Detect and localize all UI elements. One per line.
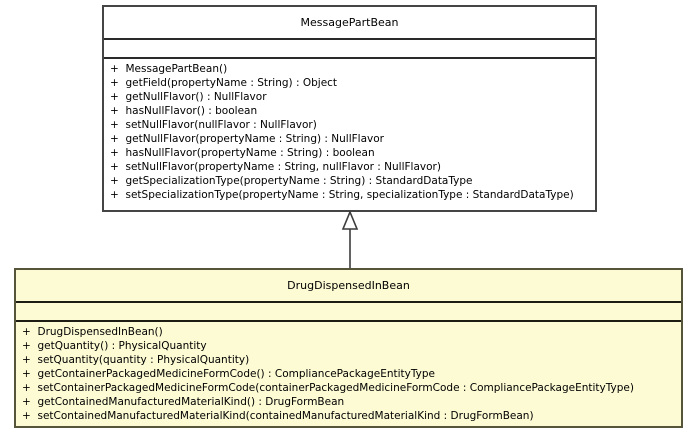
operation-signature: setSpecializationType(propertyName : Str… [125,189,574,201]
class-name-drugdispensedinbean: DrugDispensedInBean [16,270,681,303]
operation-row: + setContainedManufacturedMaterialKind(c… [16,409,681,423]
class-box-messagepartbean[interactable]: MessagePartBean + MessagePartBean() + ge… [102,5,597,212]
operation-signature: getContainedManufacturedMaterialKind() :… [37,396,345,408]
visibility-marker: + [22,340,35,352]
operation-signature: setNullFlavor(nullFlavor : NullFlavor) [125,119,317,131]
operation-row: + MessagePartBean() [104,62,595,76]
operation-row: + getNullFlavor() : NullFlavor [104,90,595,104]
operation-row: + getSpecializationType(propertyName : S… [104,174,595,188]
visibility-marker: + [22,396,35,408]
visibility-marker: + [110,105,123,117]
operations-compartment-drugdispensedinbean: + DrugDispensedInBean() + getQuantity() … [16,322,681,426]
operation-row: + setNullFlavor(propertyName : String, n… [104,160,595,174]
operation-row: + setQuantity(quantity : PhysicalQuantit… [16,353,681,367]
visibility-marker: + [110,175,123,187]
operations-compartment-messagepartbean: + MessagePartBean() + getField(propertyN… [104,59,595,205]
visibility-marker: + [110,161,123,173]
visibility-marker: + [110,147,123,159]
visibility-marker: + [110,189,123,201]
operation-signature: getQuantity() : PhysicalQuantity [37,340,207,352]
operation-signature: MessagePartBean() [125,63,228,75]
visibility-marker: + [22,410,35,422]
operation-row: + setContainerPackagedMedicineFormCode(c… [16,381,681,395]
operation-row: + getContainerPackagedMedicineFormCode()… [16,367,681,381]
operation-row: + setSpecializationType(propertyName : S… [104,188,595,202]
operation-signature: getNullFlavor() : NullFlavor [125,91,267,103]
operation-signature: getContainerPackagedMedicineFormCode() :… [37,368,435,380]
attributes-compartment-messagepartbean [104,40,595,59]
operation-row: + DrugDispensedInBean() [16,325,681,339]
operation-signature: DrugDispensedInBean() [37,326,163,338]
operation-row: + getNullFlavor(propertyName : String) :… [104,132,595,146]
operation-signature: setContainedManufacturedMaterialKind(con… [37,410,534,422]
visibility-marker: + [110,91,123,103]
operation-row: + getField(propertyName : String) : Obje… [104,76,595,90]
operation-signature: getField(propertyName : String) : Object [125,77,338,89]
class-box-drugdispensedinbean[interactable]: DrugDispensedInBean + DrugDispensedInBea… [14,268,683,428]
operation-row: + setNullFlavor(nullFlavor : NullFlavor) [104,118,595,132]
visibility-marker: + [22,326,35,338]
visibility-marker: + [110,119,123,131]
hollow-triangle-arrowhead-icon [341,209,359,230]
attributes-compartment-drugdispensedinbean [16,303,681,322]
visibility-marker: + [110,77,123,89]
operation-signature: setQuantity(quantity : PhysicalQuantity) [37,354,250,366]
operation-signature: hasNullFlavor(propertyName : String) : b… [125,147,375,159]
operation-row: + hasNullFlavor(propertyName : String) :… [104,146,595,160]
operation-row: + hasNullFlavor() : boolean [104,104,595,118]
operation-row: + getContainedManufacturedMaterialKind()… [16,395,681,409]
operation-row: + getQuantity() : PhysicalQuantity [16,339,681,353]
operation-signature: setContainerPackagedMedicineFormCode(con… [37,382,634,394]
visibility-marker: + [22,382,35,394]
visibility-marker: + [110,133,123,145]
class-name-messagepartbean: MessagePartBean [104,7,595,40]
visibility-marker: + [22,354,35,366]
operation-signature: getSpecializationType(propertyName : Str… [125,175,473,187]
operation-signature: hasNullFlavor() : boolean [125,105,258,117]
operation-signature: setNullFlavor(propertyName : String, nul… [125,161,441,173]
visibility-marker: + [110,63,123,75]
generalization-arrow-connector [341,209,359,272]
operation-signature: getNullFlavor(propertyName : String) : N… [125,133,384,145]
visibility-marker: + [22,368,35,380]
